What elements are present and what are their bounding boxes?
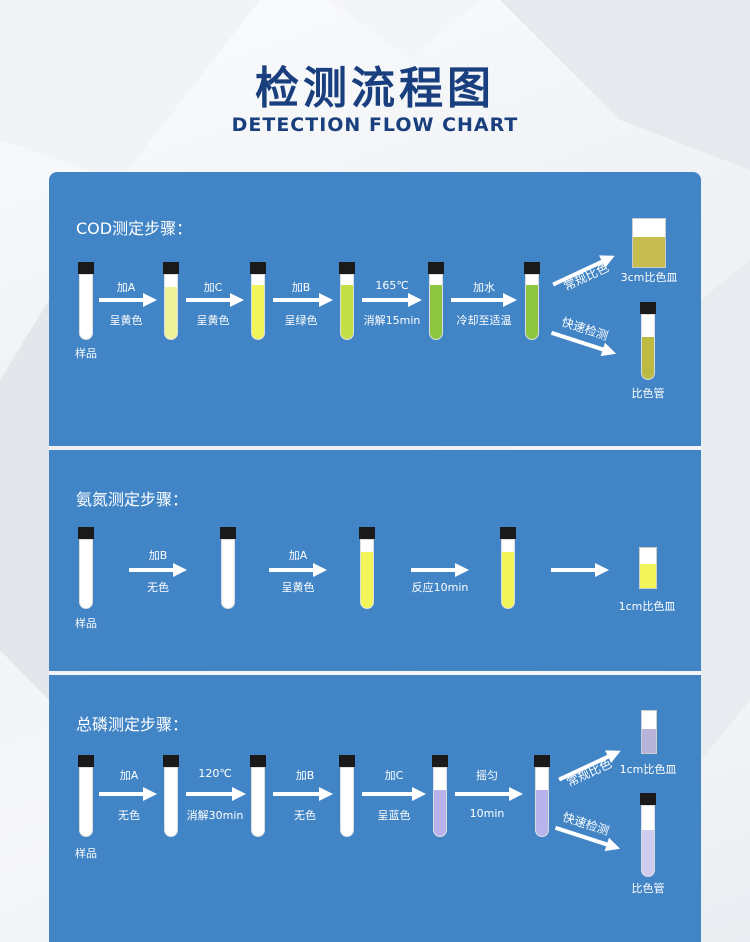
test-tube: [339, 755, 355, 837]
step-label-top: 加B: [148, 549, 168, 562]
arrow-right-icon: [362, 293, 422, 307]
test-tube: [339, 262, 355, 340]
colorimetric-tube: [640, 302, 656, 380]
arrow-right-icon: [129, 563, 187, 577]
step-label-bottom: 呈蓝色: [377, 809, 411, 822]
test-tube-sample: [78, 755, 94, 837]
step-label-top: 加C: [203, 281, 223, 294]
test-tube: [163, 755, 179, 837]
arrow-down-right-icon: [555, 825, 621, 852]
arrow-right-icon: [451, 293, 517, 307]
test-tube: [220, 527, 236, 609]
arrow-down-right-icon: [551, 330, 617, 357]
result-label-lower: 比色管: [631, 882, 665, 895]
phosphorus-panel: 总磷测定步骤： 样品 加A 无色 120℃ 消解30min 加B 无色 加C 呈…: [49, 675, 701, 942]
arrow-right-icon: [411, 563, 469, 577]
test-tube: [428, 262, 444, 340]
step-label-bottom: 10min: [469, 807, 505, 820]
step-label-top: 加B: [291, 281, 311, 294]
cuvette-3cm: [632, 218, 666, 268]
test-tube: [163, 262, 179, 340]
page-title: 检测流程图: [255, 63, 495, 114]
ammonia-title: 氨氮测定步骤：: [76, 490, 189, 509]
cod-panel: COD测定步骤： 样品 加A 呈黄色 加C 呈黄色 加B 呈绿色 165℃ 消解…: [49, 172, 701, 446]
test-tube: [432, 755, 448, 837]
test-tube: [250, 755, 266, 837]
step-label-top: 120℃: [198, 767, 232, 780]
step-label-bottom: 消解30min: [186, 809, 244, 822]
test-tube-sample: [78, 527, 94, 609]
result-label-upper: 3cm比色皿: [620, 271, 678, 284]
step-label-bottom: 消解15min: [363, 314, 421, 327]
cuvette-1cm: [639, 547, 657, 589]
phosphorus-title: 总磷测定步骤：: [76, 715, 189, 734]
sample-label: 样品: [75, 617, 97, 630]
result-label-lower: 比色管: [631, 387, 665, 400]
step-label-bottom: 无色: [118, 809, 140, 822]
arrow-right-icon: [186, 787, 246, 801]
test-tube: [359, 527, 375, 609]
colorimetric-tube: [640, 793, 656, 877]
step-label-top: 摇匀: [476, 769, 498, 782]
step-label-top: 加A: [119, 769, 139, 782]
arrow-right-icon: [186, 293, 244, 307]
arrow-right-icon: [362, 787, 426, 801]
sample-label: 样品: [75, 347, 97, 360]
step-label-bottom: 无色: [147, 581, 169, 594]
step-label-bottom: 呈绿色: [284, 314, 318, 327]
step-label-bottom: 反应10min: [411, 581, 469, 594]
step-label-bottom: 呈黄色: [109, 314, 143, 327]
step-label-top: 加水: [473, 281, 495, 294]
arrow-right-icon: [269, 563, 327, 577]
sample-label: 样品: [75, 847, 97, 860]
arrow-right-icon: [273, 293, 333, 307]
arrow-up-right-icon: [558, 750, 621, 782]
test-tube: [524, 262, 540, 340]
cod-title: COD测定步骤：: [76, 219, 193, 238]
step-label-bottom: 冷却至适温: [456, 314, 512, 327]
step-label-top: 加B: [295, 769, 315, 782]
step-label-top: 加A: [288, 549, 308, 562]
page-subtitle: DETECTION FLOW CHART: [231, 114, 519, 136]
arrow-up-right-icon: [552, 255, 615, 287]
step-label-top: 加C: [384, 769, 404, 782]
arrow-right-icon: [99, 787, 157, 801]
result-label-upper: 1cm比色皿: [619, 763, 677, 776]
arrow-right-icon: [273, 787, 333, 801]
arrow-right-icon: [455, 787, 523, 801]
test-tube-sample: [78, 262, 94, 340]
test-tube: [500, 527, 516, 609]
test-tube: [534, 755, 550, 837]
arrow-right-icon: [99, 293, 157, 307]
ammonia-panel: 氨氮测定步骤： 样品 加B 无色 加A 呈黄色 反应10min 1cm比色皿: [49, 450, 701, 671]
step-label-top: 165℃: [375, 279, 409, 292]
step-label-bottom: 呈黄色: [281, 581, 315, 594]
step-label-bottom: 呈黄色: [196, 314, 230, 327]
arrow-right-icon: [551, 563, 609, 577]
cuvette-1cm: [641, 710, 657, 754]
result-label: 1cm比色皿: [618, 600, 676, 613]
test-tube: [250, 262, 266, 340]
step-label-bottom: 无色: [294, 809, 316, 822]
step-label-top: 加A: [116, 281, 136, 294]
